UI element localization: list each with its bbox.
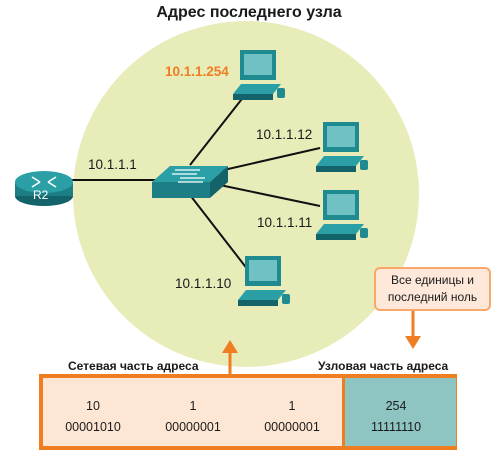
pc-11[interactable] [316,190,368,240]
octet-3-decimal: 1 [288,399,296,413]
octet-2: 1 00000001 [153,398,233,435]
host-ip-254: 10.1.1.254 [165,64,229,79]
octet-4-decimal: 254 [385,399,407,413]
callout-box: Все единицы и последний ноль [374,267,491,311]
network-part-label: Сетевая часть адреса [68,359,199,373]
octet-2-binary: 00000001 [165,420,221,434]
host-part-area [342,378,456,446]
pc-12[interactable] [316,122,368,172]
pc-10[interactable] [238,256,290,306]
router-ip-label: 10.1.1.1 [88,157,137,172]
octet-1-binary: 00001010 [65,420,121,434]
router-r2[interactable] [15,171,73,206]
octet-2-decimal: 1 [189,399,197,413]
diagram-title: Адрес последнего узла [156,4,342,21]
host-ip-11: 10.1.1.11 [257,215,313,230]
host-ip-10: 10.1.1.10 [175,276,232,291]
host-part-label: Узловая часть адреса [318,359,449,373]
callout-line-2: последний ноль [387,290,478,304]
octet-4-binary: 11111110 [370,420,422,434]
arrow-up-icon [222,340,238,376]
octet-4: 254 11111110 [356,398,436,435]
octet-3: 1 00000001 [252,398,332,435]
lan-circle [73,21,419,367]
octet-3-binary: 00000001 [264,420,320,434]
octet-1: 10 00001010 [53,398,133,435]
host-ip-12: 10.1.1.12 [256,127,313,142]
arrow-down-icon [405,311,421,349]
pc-254[interactable] [233,50,285,100]
address-bits-box: 10 00001010 1 00000001 1 00000001 254 11… [39,374,457,450]
octet-1-decimal: 10 [86,399,100,413]
switch[interactable] [152,166,228,198]
callout-line-1: Все единицы и [391,273,474,287]
router-label: R2 [33,188,49,202]
network-links [72,94,321,271]
